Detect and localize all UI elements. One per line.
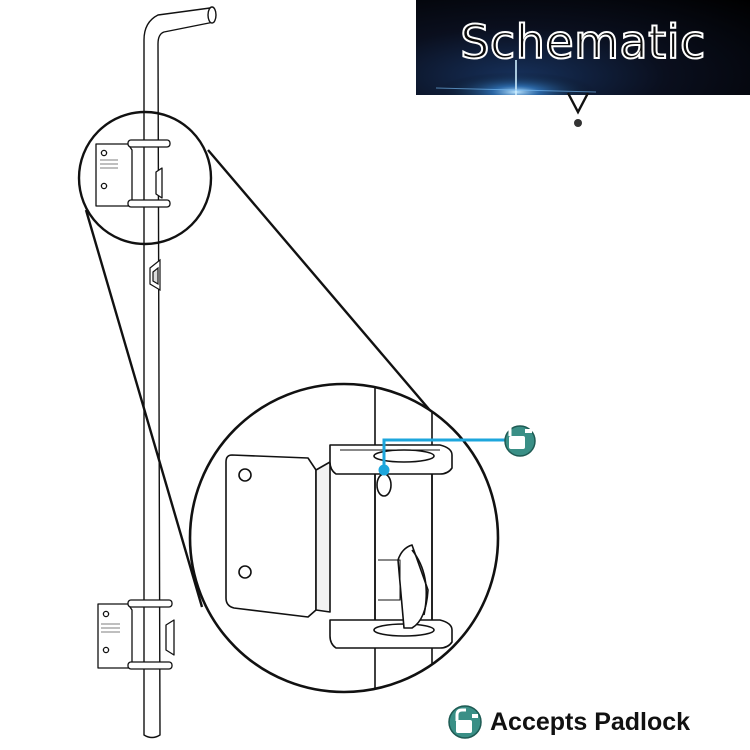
top-bracket-small	[95, 139, 171, 208]
rod-wedge-small	[149, 258, 161, 292]
accepts-padlock-label: Accepts Padlock	[490, 707, 691, 736]
schematic-banner: Schematic	[416, 0, 750, 95]
bolt-rod	[143, 6, 217, 739]
bottom-bracket-small	[97, 599, 175, 670]
magnifier-small-circle	[77, 110, 213, 246]
zoomed-bracket-detail	[225, 385, 453, 691]
magnifier-connector-lines	[84, 149, 469, 608]
banner-glow	[435, 60, 597, 95]
banner-title: Schematic	[459, 14, 706, 70]
accepts-padlock-caption: Accepts Padlock	[448, 702, 690, 742]
callout-padlock-icon	[504, 420, 536, 457]
banner-pointer-icon	[566, 92, 590, 127]
padlock-callout	[378, 438, 506, 476]
padlock-icon	[448, 705, 482, 739]
